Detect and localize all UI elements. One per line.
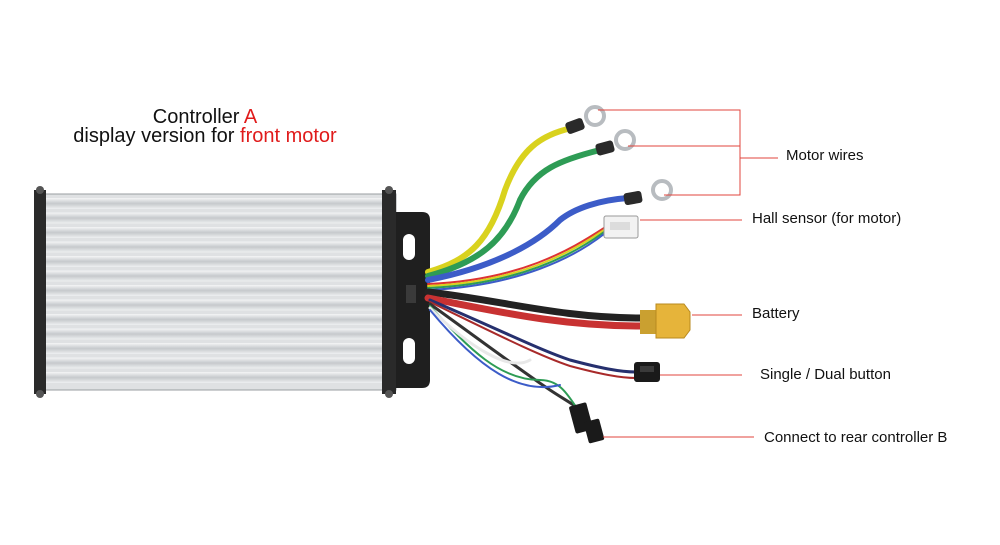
heatsink-fins bbox=[46, 198, 382, 383]
heatsink-fin bbox=[46, 328, 382, 340]
hall-sensor-connector bbox=[603, 215, 639, 239]
battery-wire-red bbox=[424, 294, 646, 330]
motor-wire-green bbox=[425, 147, 603, 279]
battery-wire-black bbox=[424, 288, 646, 322]
heatsink-fin bbox=[46, 343, 382, 354]
rear-wire-black bbox=[428, 302, 582, 412]
heatsink-fin bbox=[46, 212, 382, 224]
motor-wire-yellow bbox=[425, 125, 575, 275]
controller-body bbox=[34, 186, 397, 398]
rear-wire-white bbox=[428, 306, 532, 365]
label-motor-wires: Motor wires bbox=[786, 147, 864, 164]
mounting-bracket bbox=[396, 212, 430, 388]
button-connector bbox=[634, 362, 660, 382]
heatsink-fin bbox=[46, 241, 382, 253]
button-wire-red bbox=[429, 301, 637, 379]
title-prefix: Controller bbox=[152, 106, 244, 128]
heatsink-fin bbox=[46, 198, 382, 209]
heatsink-fin bbox=[46, 270, 382, 282]
heatsink-fin bbox=[46, 227, 382, 238]
battery-connector bbox=[640, 303, 691, 339]
subtitle-prefix: display version for bbox=[73, 125, 241, 147]
title-accent-a: A bbox=[243, 106, 258, 128]
leader-motor-1 bbox=[598, 109, 741, 158]
label-hall-sensor: Hall sensor (for motor) bbox=[752, 210, 902, 227]
hall-wire-blue bbox=[427, 233, 605, 291]
leader-lines bbox=[598, 109, 778, 438]
heatsink-fin bbox=[46, 372, 382, 383]
motor-wire-blue bbox=[425, 195, 631, 283]
label-rear-controller: Connect to rear controller B bbox=[764, 429, 948, 446]
motor-terminals bbox=[565, 105, 673, 205]
wire-bundle bbox=[424, 125, 646, 412]
heatsink-fin bbox=[46, 314, 382, 325]
rear-controller-connector bbox=[569, 402, 605, 444]
heatsink-fin bbox=[46, 299, 382, 311]
heatsink-fin bbox=[46, 285, 382, 296]
label-button: Single / Dual button bbox=[760, 366, 891, 383]
hall-wire-green bbox=[427, 231, 605, 289]
leader-motor-3 bbox=[664, 157, 778, 196]
title-line-2: display version for front motor bbox=[0, 125, 410, 148]
hall-wire-red bbox=[427, 227, 605, 285]
rear-wire-blue bbox=[429, 309, 561, 389]
hall-wire-yellow bbox=[427, 229, 605, 287]
label-battery: Battery bbox=[752, 305, 800, 322]
heatsink-fin bbox=[46, 357, 382, 369]
subtitle-accent: front motor bbox=[240, 125, 337, 147]
rear-wire-green bbox=[429, 305, 579, 411]
title-line-1: Controller A bbox=[0, 106, 410, 129]
button-wire-blue bbox=[428, 298, 638, 374]
heatsink-fin bbox=[46, 256, 382, 267]
